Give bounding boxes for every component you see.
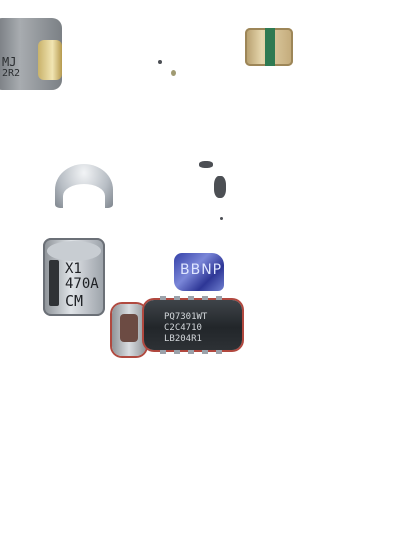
fragment-dot-3 — [220, 217, 223, 220]
blue-sticker: BBNP — [174, 253, 224, 291]
fragment-dot-2 — [171, 70, 176, 76]
inductor-band — [38, 40, 62, 80]
ic-pin-4 — [202, 296, 208, 300]
fragment-blob-2 — [214, 176, 226, 198]
ic-chip: PQ7301WT C2C4710 LB204R1 — [144, 296, 242, 354]
ic-pin-7 — [174, 350, 180, 354]
ic-marking-2: C2C4710 — [164, 323, 202, 333]
ic-pin-2 — [174, 296, 180, 300]
inductor-marking-2: 2R2 — [2, 68, 21, 79]
halfcap-cutout — [63, 184, 105, 208]
ic-pin-6 — [160, 350, 166, 354]
capacitor-marking-3: CM — [65, 292, 84, 310]
ic-marking-1: PQ7301WT — [164, 312, 208, 322]
electrolytic-capacitor: X1 470A CM — [43, 238, 105, 316]
ic-pin-3 — [188, 296, 194, 300]
inductor-top-left: MJ 2R2 — [0, 18, 62, 90]
capacitor-marking-2: 470A — [65, 276, 99, 292]
inductor-marking-1: MJ — [2, 55, 17, 69]
ic-pin-1 — [160, 296, 166, 300]
fragment-dot-1 — [158, 60, 162, 64]
ic-marking-3: LB204R1 — [164, 334, 202, 344]
capacitor-top — [47, 241, 101, 261]
ic-pin-10 — [216, 350, 222, 354]
ic-pin-5 — [216, 296, 222, 300]
fragment-blob-1 — [199, 161, 213, 168]
chip-stripe — [265, 28, 275, 66]
halfcap-middle-left — [55, 164, 113, 208]
capacitor-polarity-band — [49, 260, 59, 306]
connector-core — [120, 314, 138, 342]
ic-pin-8 — [188, 350, 194, 354]
blue-sticker-scribble: BBNP — [180, 262, 223, 278]
ic-pin-9 — [202, 350, 208, 354]
chip-resistor-top-right — [245, 28, 293, 66]
connector-left — [112, 304, 146, 356]
capacitor-marking-1: X1 — [65, 261, 82, 277]
